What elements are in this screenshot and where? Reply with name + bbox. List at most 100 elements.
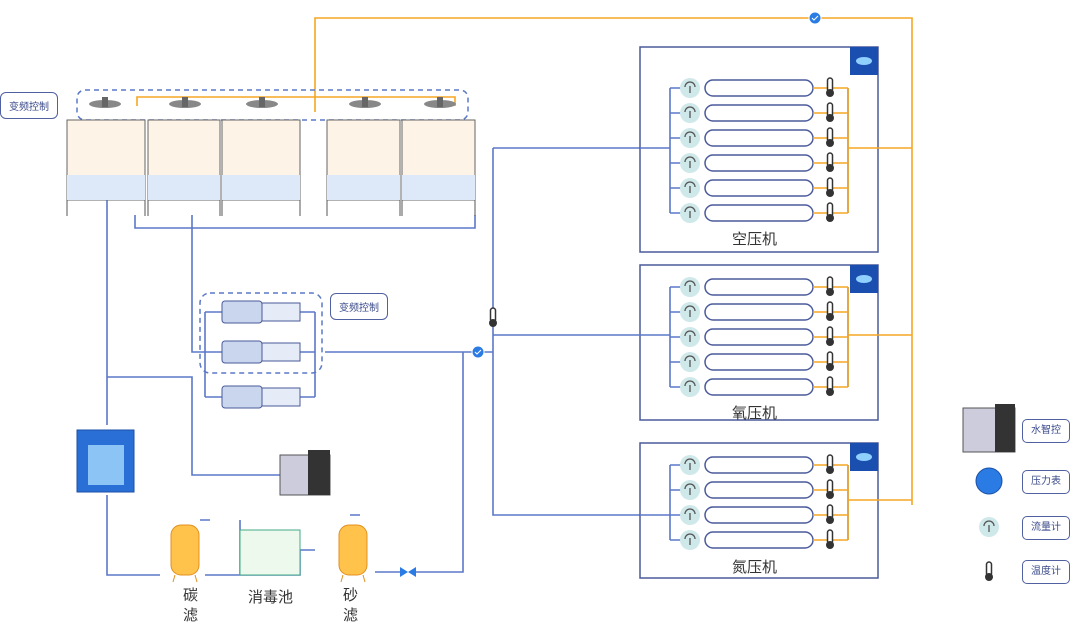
controller-cabinet bbox=[995, 404, 1015, 452]
pressure-gauge-icon bbox=[471, 345, 485, 359]
flow-meter-glyph bbox=[684, 355, 696, 367]
gauge-mark bbox=[811, 15, 819, 21]
compressor-box bbox=[639, 46, 879, 253]
filter-leg bbox=[340, 574, 344, 583]
tower-header-pipe bbox=[136, 96, 456, 106]
thermometer-bulb bbox=[826, 491, 834, 499]
pump-motor-icon bbox=[221, 300, 263, 324]
pump-body-icon bbox=[261, 302, 301, 322]
heat-exchanger-tube bbox=[704, 456, 814, 474]
thermometer-bulb bbox=[489, 319, 497, 327]
heat-exchanger-tube bbox=[704, 104, 814, 122]
flow-meter-glyph bbox=[684, 508, 696, 520]
legend-pressure-gauge: 压力表 bbox=[1022, 470, 1070, 494]
logo-panel bbox=[88, 445, 124, 485]
flow-meter-glyph bbox=[684, 533, 696, 545]
heat-exchanger-tube bbox=[704, 531, 814, 549]
filter-leg bbox=[194, 574, 198, 583]
heat-exchanger-tube bbox=[704, 179, 814, 197]
thermometer-bulb bbox=[826, 338, 834, 346]
carbon-filter-label-2: 滤 bbox=[183, 606, 199, 624]
tower-outlet-pipe bbox=[134, 215, 476, 353]
nitrogen-compressor-label: 氮压机 bbox=[732, 558, 778, 576]
pump-motor-icon bbox=[221, 340, 263, 364]
box-inlet bbox=[640, 147, 670, 516]
pump-body-icon bbox=[261, 342, 301, 362]
flow-meter-glyph bbox=[684, 181, 696, 193]
sand-filter-label-2: 滤 bbox=[343, 606, 359, 624]
pump-manifold bbox=[204, 312, 316, 397]
makeup-water-pipe bbox=[106, 200, 290, 476]
flow-meter-glyph bbox=[684, 106, 696, 118]
smart-monitor-glyph bbox=[856, 57, 872, 65]
heat-exchanger-tube bbox=[704, 353, 814, 371]
heat-exchanger-tube bbox=[704, 303, 814, 321]
disinfection-pool bbox=[239, 529, 301, 576]
filter-pipe bbox=[200, 514, 360, 521]
pressure-gauge-icon bbox=[975, 467, 1003, 495]
heat-exchanger-tube bbox=[704, 154, 814, 172]
flow-meter-glyph bbox=[684, 206, 696, 218]
flow-meter-glyph bbox=[684, 280, 696, 292]
tower-water-basin bbox=[222, 175, 300, 200]
thermometer-bulb bbox=[826, 388, 834, 396]
thermometer-bulb bbox=[826, 288, 834, 296]
fan-hub bbox=[362, 97, 368, 107]
smart-monitor-glyph bbox=[856, 453, 872, 461]
vfd-label-pump: 变频控制 bbox=[330, 293, 388, 320]
thermometer-bulb bbox=[826, 313, 834, 321]
flow-meter-glyph bbox=[684, 156, 696, 168]
heat-exchanger-tube bbox=[704, 506, 814, 524]
fan-hub bbox=[437, 97, 443, 107]
flow-meter-glyph bbox=[684, 458, 696, 470]
controller-cabinet bbox=[308, 450, 330, 495]
pressure-gauge-icon bbox=[808, 11, 822, 25]
sand-filter-label-1: 砂 bbox=[343, 586, 359, 604]
valve-icon bbox=[400, 567, 416, 577]
air-compressor-label: 空压机 bbox=[732, 230, 778, 248]
heat-exchanger-tube bbox=[704, 481, 814, 499]
thermometer-bulb bbox=[985, 573, 993, 581]
heat-exchanger-tube bbox=[704, 328, 814, 346]
smart-monitor-glyph bbox=[856, 275, 872, 283]
thermometer-bulb bbox=[826, 114, 834, 122]
thermometer-bulb bbox=[826, 516, 834, 524]
flow-meter-glyph bbox=[684, 305, 696, 317]
tower-water-basin bbox=[148, 175, 220, 200]
heat-exchanger-tube bbox=[704, 129, 814, 147]
row-manifold bbox=[669, 465, 849, 540]
heat-exchanger-tube bbox=[704, 79, 814, 97]
fan-hub bbox=[259, 97, 265, 107]
flow-meter-glyph bbox=[684, 81, 696, 93]
thermometer-bulb bbox=[826, 466, 834, 474]
heat-exchanger-tube bbox=[704, 204, 814, 222]
flow-meter-glyph bbox=[684, 330, 696, 342]
thermometer-bulb bbox=[826, 164, 834, 172]
compressor-box bbox=[639, 264, 879, 421]
flow-meter-glyph bbox=[983, 520, 995, 532]
fan-hub bbox=[102, 97, 108, 107]
pump-body-icon bbox=[261, 387, 301, 407]
tower-water-basin bbox=[402, 175, 475, 200]
tower-water-basin bbox=[67, 175, 145, 200]
carbon-filter-label-1: 碳 bbox=[183, 586, 199, 604]
filter-feed-pipe bbox=[375, 352, 464, 573]
hot-water-return-pipe bbox=[314, 17, 913, 505]
heat-exchanger-tube bbox=[704, 378, 814, 396]
pump-motor-icon bbox=[221, 385, 263, 409]
thermometer-bulb bbox=[826, 139, 834, 147]
compressor-box bbox=[639, 442, 879, 579]
filter-tank-icon bbox=[338, 524, 368, 576]
tower-water-basin bbox=[327, 175, 400, 200]
gauge-mark bbox=[474, 349, 482, 355]
thermometer-bulb bbox=[826, 541, 834, 549]
thermometer-bulb bbox=[826, 189, 834, 197]
heat-exchanger-tube bbox=[704, 278, 814, 296]
vfd-label-top: 变频控制 bbox=[0, 92, 58, 119]
filter-tank-icon bbox=[170, 524, 200, 576]
cold-water-supply-pipe bbox=[325, 147, 640, 516]
filter-leg bbox=[172, 574, 176, 583]
filter-leg bbox=[362, 574, 366, 583]
